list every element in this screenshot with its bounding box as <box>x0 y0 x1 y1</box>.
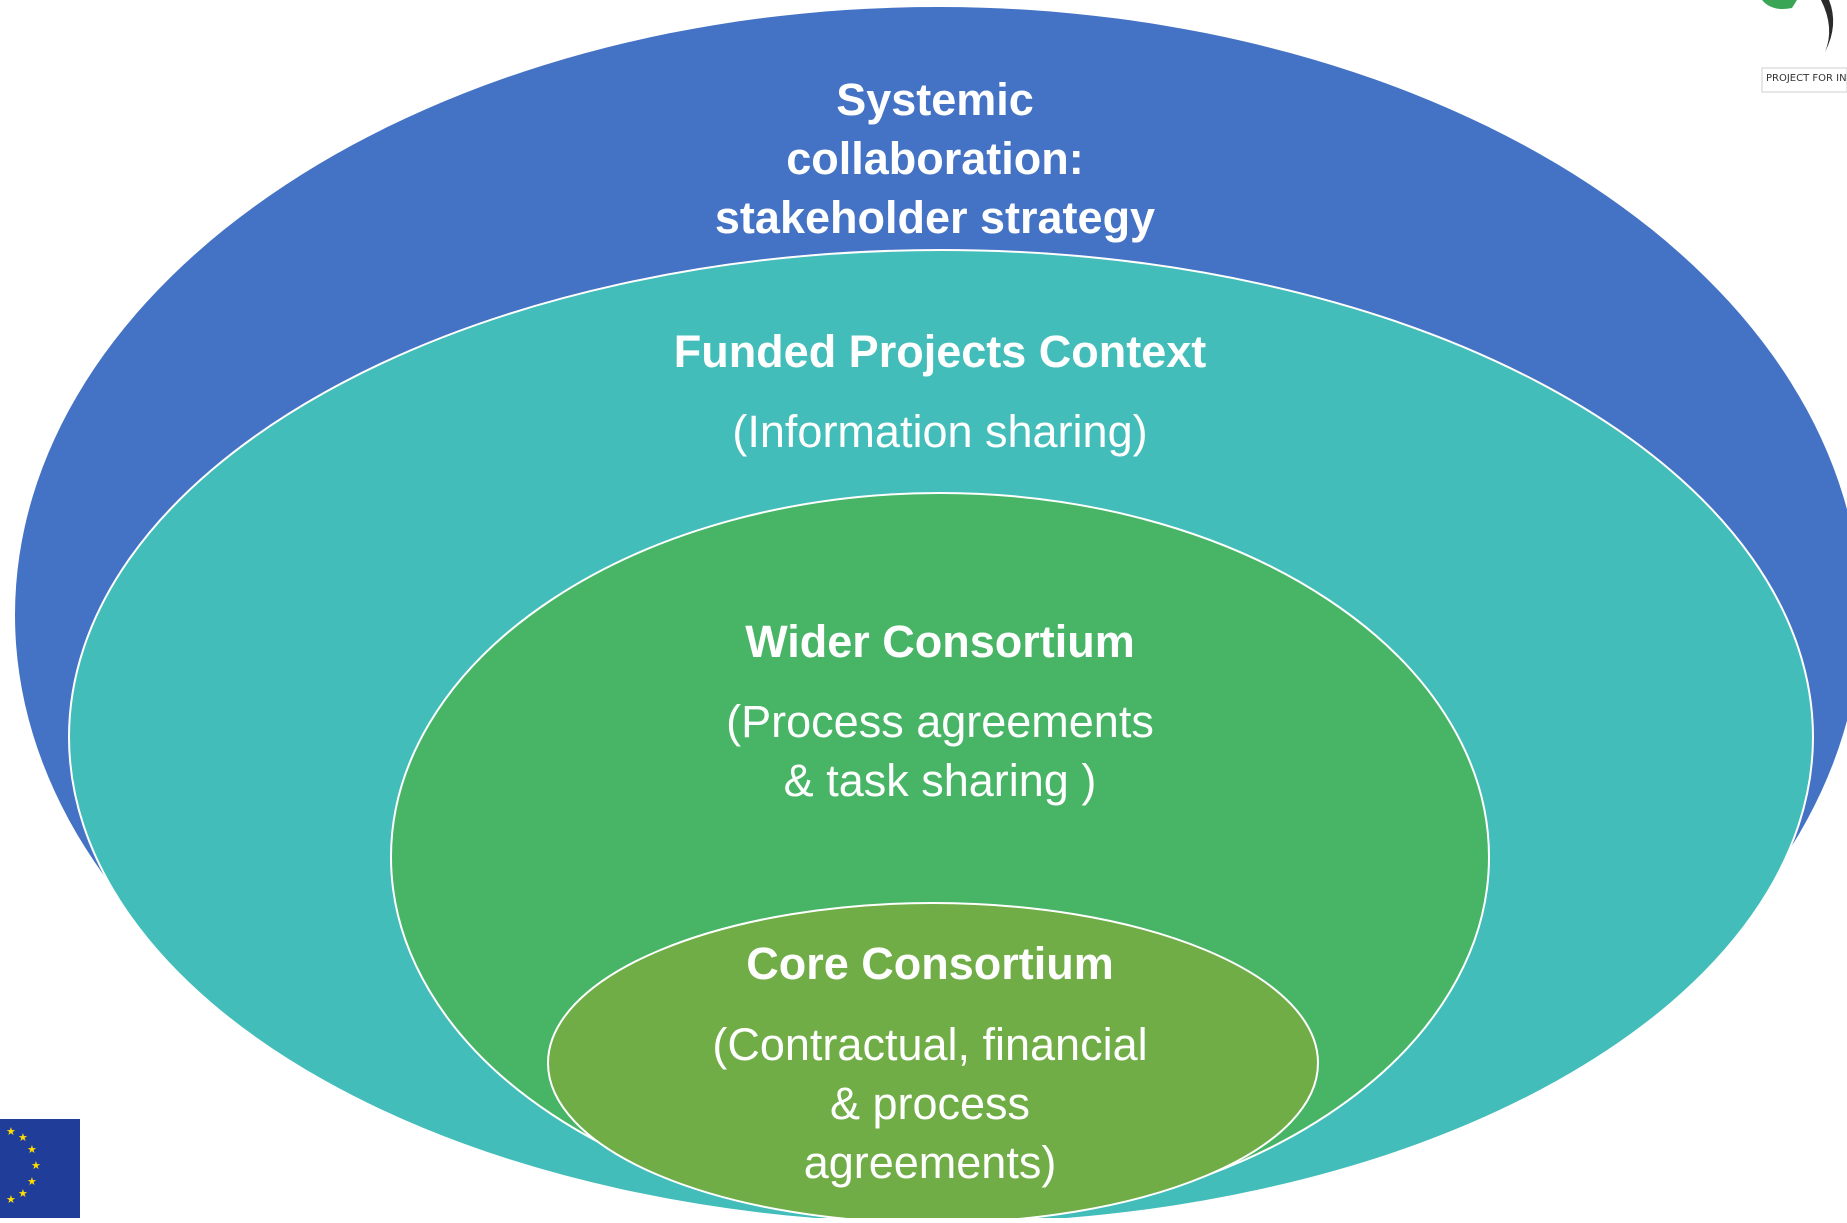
eu-flag-icon: ★ ★ ★ ★ ★ ★ ★ <box>0 1119 80 1218</box>
eu-stars-icon: ★ ★ ★ ★ ★ ★ ★ <box>6 1125 41 1206</box>
systemic-collaboration-label: Systemic collaboration: stakeholder stra… <box>714 74 1156 243</box>
core-consortium-subtitle: (Contractual, financial & process agreem… <box>712 1019 1148 1188</box>
svg-text:★: ★ <box>18 1187 28 1200</box>
core-consortium-ring <box>547 902 1319 1218</box>
svg-text:★: ★ <box>6 1125 16 1138</box>
svg-text:★: ★ <box>18 1131 28 1144</box>
core-consortium-title: Core Consortium <box>746 938 1114 989</box>
project-logo <box>1761 0 1847 93</box>
svg-text:★: ★ <box>27 1143 37 1156</box>
svg-text:★: ★ <box>6 1193 16 1206</box>
wider-consortium-title: Wider Consortium <box>745 616 1135 667</box>
wider-consortium-subtitle: (Process agreements & task sharing ) <box>726 696 1154 806</box>
funded-projects-title: Funded Projects Context <box>673 326 1207 377</box>
funded-projects-subtitle: (Information sharing) <box>732 406 1148 457</box>
svg-text:★: ★ <box>31 1159 41 1172</box>
svg-text:★: ★ <box>27 1175 37 1188</box>
project-logo-text: PROJECT FOR INI <box>1766 73 1847 84</box>
